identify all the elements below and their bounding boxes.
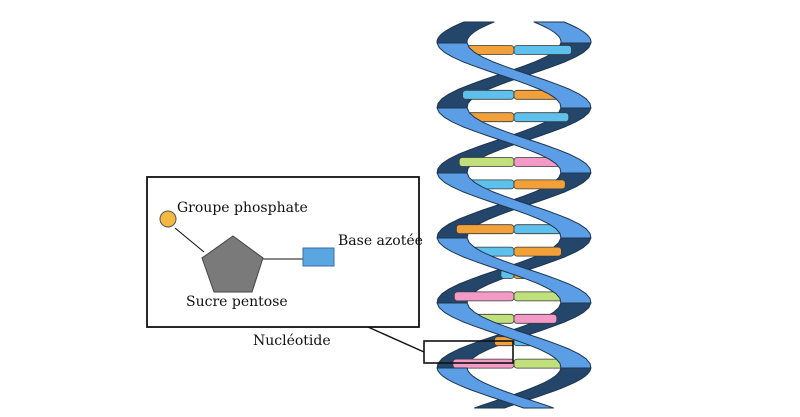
phosphate-sugar-bond: [174, 227, 205, 253]
helix-back-segment: [436, 21, 495, 44]
nitrogenous-base-icon: [302, 247, 335, 267]
helix-front-strand: [436, 21, 592, 409]
base-pair-half: [513, 112, 570, 123]
helix-front-segment: [436, 42, 592, 109]
nucleotide-detail-box: [146, 176, 420, 328]
helix-front-segment: [436, 172, 592, 239]
base-pair-half: [455, 224, 515, 235]
nucleotide-label: Nucléotide: [253, 333, 331, 349]
sugar-label: Sucre pentose: [186, 294, 288, 310]
helix-front-segment: [533, 21, 592, 44]
phosphate-group-icon: [159, 210, 177, 228]
helix-front-segment: [436, 367, 554, 409]
base-pair-half: [462, 89, 515, 100]
base-pair-half: [453, 291, 515, 302]
base-pair-half: [513, 246, 562, 257]
phosphate-label: Groupe phosphate: [177, 200, 308, 216]
base-pair-half: [513, 179, 566, 190]
nucleotide-callout-line: [367, 326, 425, 353]
base-pair-half: [513, 313, 558, 324]
pentose-sugar-icon: [201, 235, 264, 293]
helix-front-segment: [436, 302, 592, 369]
base-pair-half: [458, 157, 515, 167]
helix-front-segment: [436, 107, 592, 174]
helix-front-segment: [436, 237, 592, 304]
base-label: Base azotée: [338, 233, 423, 249]
dna-double-helix: [436, 21, 592, 409]
helix-back-segment: [474, 367, 592, 409]
base-pair-half: [513, 45, 572, 55]
